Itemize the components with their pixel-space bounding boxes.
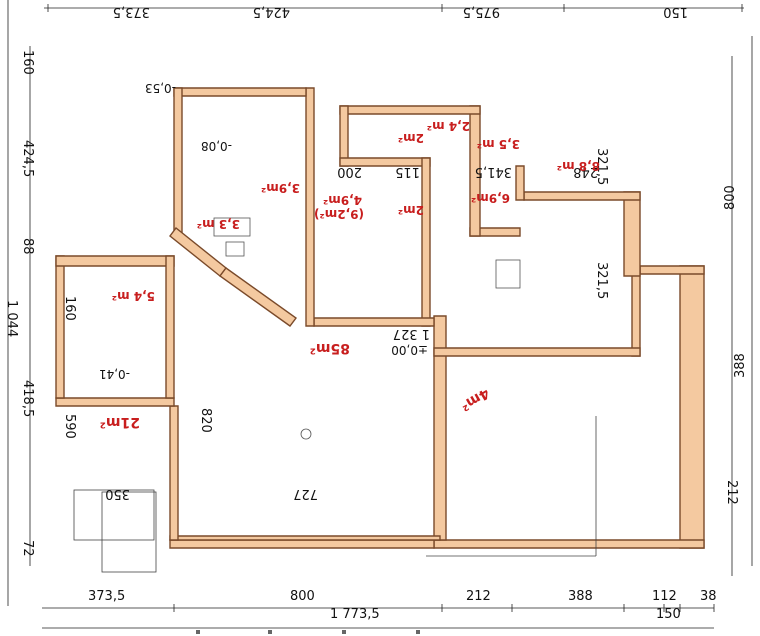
top-dimension-labels: 373,5 424,5 975,5 150 [113, 4, 688, 19]
right-dimension-labels: 800 388 212 [723, 185, 748, 505]
bottom-total-1: 1 773,5 [330, 607, 380, 622]
interior-dim-1327: 1 327 [393, 326, 430, 341]
interior-dim-350: 350 [105, 486, 130, 501]
interior-dim-590: 590 [62, 414, 77, 439]
top-dim-3: 975,5 [463, 4, 500, 19]
interior-dim-727: 727 [293, 486, 318, 501]
right-dim-2: 388 [733, 353, 748, 378]
interior-dim-248: 248 [573, 164, 598, 179]
interior-dim-160: 160 [62, 296, 77, 321]
top-dim-4: 150 [663, 4, 688, 19]
bottom-dim-5: 112 [652, 589, 677, 604]
fixtures [213, 217, 521, 440]
room-labels: 85m² 21m² 5,4 m² 3,3 m² 3,9m² 4,9m² (9,2… [100, 119, 600, 430]
left-dim-2: 424,5 [20, 140, 35, 177]
room-area-utility: 5,4 m² [112, 289, 155, 303]
bottom-markers [196, 630, 420, 634]
interior-dim-820: 820 [198, 408, 213, 433]
room-area-bath: 3,5 m² [477, 137, 520, 151]
left-dim-6: 72 [20, 540, 35, 557]
bottom-total-2: 150 [656, 607, 681, 622]
right-dim-3: 212 [724, 480, 739, 505]
bottom-dim-4: 388 [568, 589, 593, 604]
room-area-hall-small: 3,9m² [261, 181, 300, 195]
dimension-lines [7, 0, 753, 629]
interior-dimension-labels: 1 327 727 820 350 590 160 200 115 341,5 … [62, 148, 609, 501]
room-area-garage: 21m² [100, 414, 140, 430]
room-area-wc-top: 2m² [398, 131, 424, 145]
left-dim-3: 88 [20, 238, 35, 255]
top-dim-1: 373,5 [113, 4, 150, 19]
left-dimension-labels: 160 424,5 88 1 044 418,5 72 [4, 50, 35, 557]
left-dim-4: 1 044 [4, 300, 19, 337]
interior-dim-341: 341,5 [475, 164, 512, 179]
interior-dim-200: 200 [337, 164, 362, 179]
top-dim-2: 424,5 [253, 4, 290, 19]
bottom-dim-1: 373,5 [88, 589, 125, 604]
room-area-bay: 4m² [458, 385, 492, 414]
room-area-closet: 2,4 m² [427, 119, 470, 133]
walls [55, 87, 705, 549]
room-area-kitchen: 8,8 m² [557, 159, 600, 173]
level-2: -0,08 [201, 139, 232, 153]
bottom-dim-2: 800 [290, 589, 315, 604]
bottom-dim-3: 212 [466, 589, 491, 604]
room-area-stairs: 4,9m² [323, 193, 362, 207]
room-area-living: 85m² [310, 340, 350, 356]
level-3: -0,41 [99, 367, 130, 381]
interior-dim-321-a: 321,5 [594, 148, 609, 185]
room-area-stairs-total: (9,2m²) [314, 207, 364, 221]
left-dim-1: 160 [20, 50, 35, 75]
exterior-outlines [73, 416, 597, 573]
interior-dim-115: 115 [395, 164, 420, 179]
room-area-corridor: 6,9m² [471, 191, 510, 205]
left-dim-5: 418,5 [20, 380, 35, 417]
level-marks: -0,53 -0,08 -0,41 ±0,00 [99, 81, 428, 381]
room-area-wc-mid: 2m² [398, 203, 424, 217]
bottom-dimension-labels: 373,5 800 212 388 112 38 1 773,5 150 [88, 589, 717, 622]
right-dim-1: 800 [723, 185, 738, 210]
room-area-wc-left: 3,3 m² [197, 217, 240, 231]
bottom-dim-6: 38 [700, 589, 717, 604]
level-1: -0,53 [145, 81, 176, 95]
level-4: ±0,00 [391, 343, 428, 357]
interior-dim-321-b: 321,5 [594, 262, 609, 299]
